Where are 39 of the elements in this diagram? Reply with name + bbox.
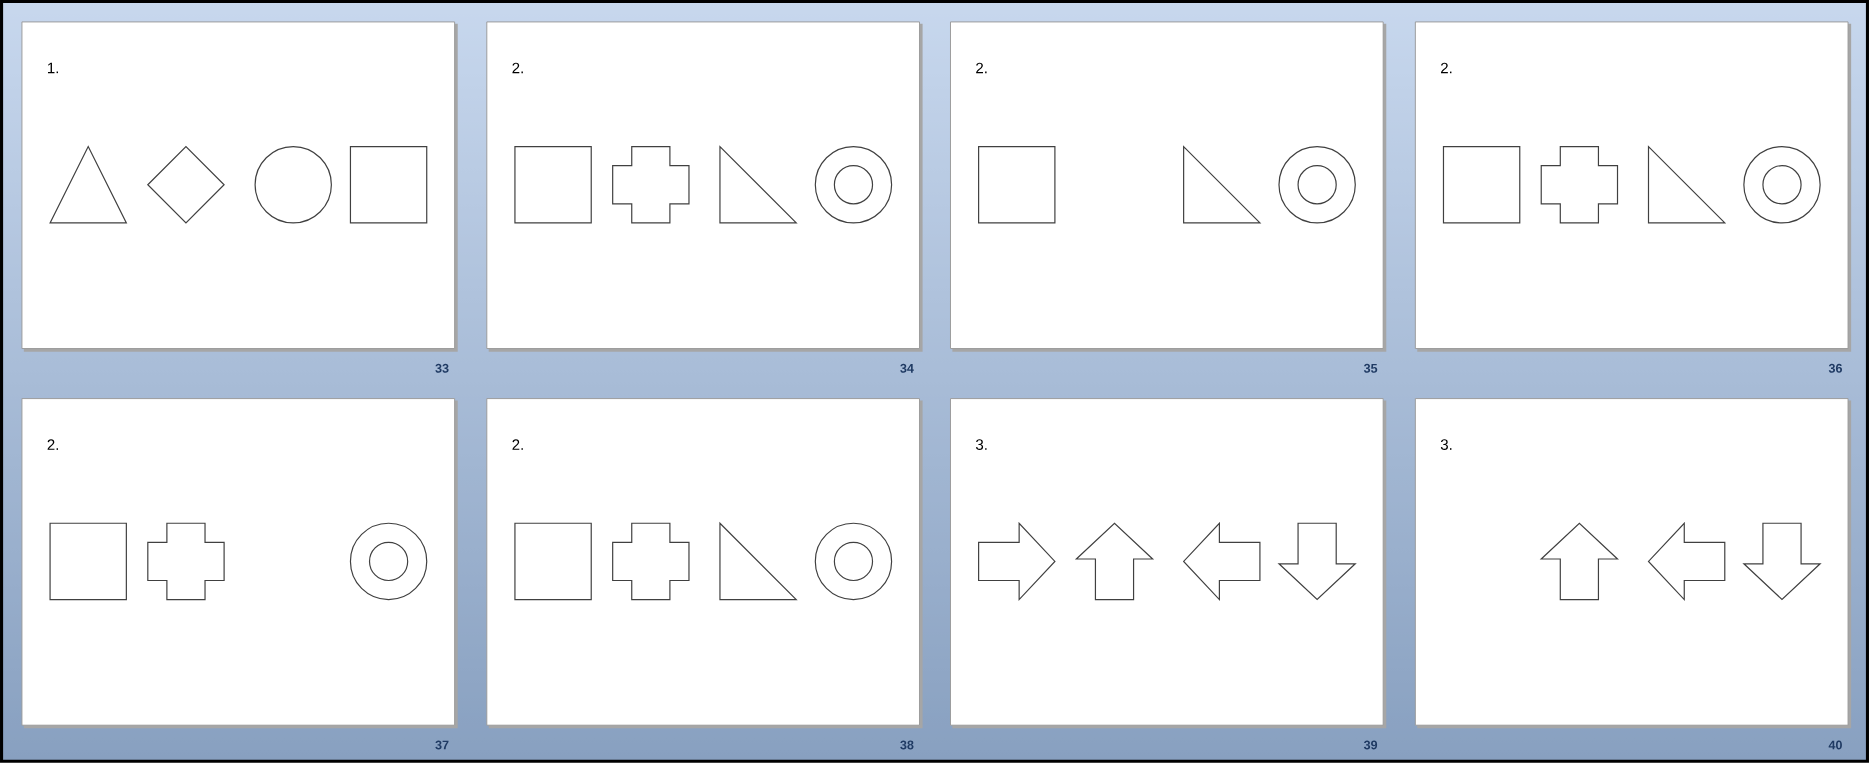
slide-thumbnail: 2. (1414, 21, 1852, 352)
cross-shape (1540, 146, 1619, 224)
slide-number: 40 (1828, 740, 1842, 750)
slide-number: 38 (900, 740, 914, 750)
ring-shape (814, 146, 893, 224)
right-arrow-shape (978, 521, 1056, 602)
slide-number: 35 (1363, 363, 1378, 373)
square-shape (349, 146, 428, 224)
slide-thumbnail: 2. (486, 21, 923, 352)
left-arrow-shape (1182, 521, 1261, 602)
slide-thumbnail: 2. (486, 398, 923, 729)
up-arrow-shape (1539, 522, 1619, 601)
slide-number: 34 (900, 363, 914, 373)
slide-number: 39 (1363, 740, 1378, 750)
slide-thumbnail: 3. (950, 398, 1387, 729)
circle-shape (254, 146, 332, 224)
slide-thumbnail: 2. (21, 398, 458, 729)
square-shape (1442, 146, 1521, 224)
cross-shape (147, 522, 225, 601)
ring-shape (1743, 146, 1821, 224)
down-arrow-shape (1277, 522, 1357, 601)
slide-thumbnail: 3. (1414, 398, 1852, 729)
slide-number: 33 (435, 363, 449, 373)
up-arrow-shape (1074, 522, 1155, 601)
slide-thumbnail: 2. (950, 21, 1387, 352)
slide-number: 36 (1828, 363, 1842, 373)
down-arrow-shape (1742, 522, 1822, 601)
left-arrow-shape (1647, 521, 1726, 602)
slide-thumbnail: 1. (21, 21, 458, 352)
ring-shape (814, 522, 893, 601)
cross-shape (612, 522, 690, 601)
ring-shape (349, 522, 428, 601)
square-shape (514, 522, 592, 601)
slide-number: 37 (435, 740, 449, 750)
square-shape (514, 146, 592, 224)
square-shape (49, 522, 127, 601)
cross-shape (612, 146, 690, 224)
ring-shape (1278, 146, 1356, 224)
square-shape (978, 146, 1056, 224)
